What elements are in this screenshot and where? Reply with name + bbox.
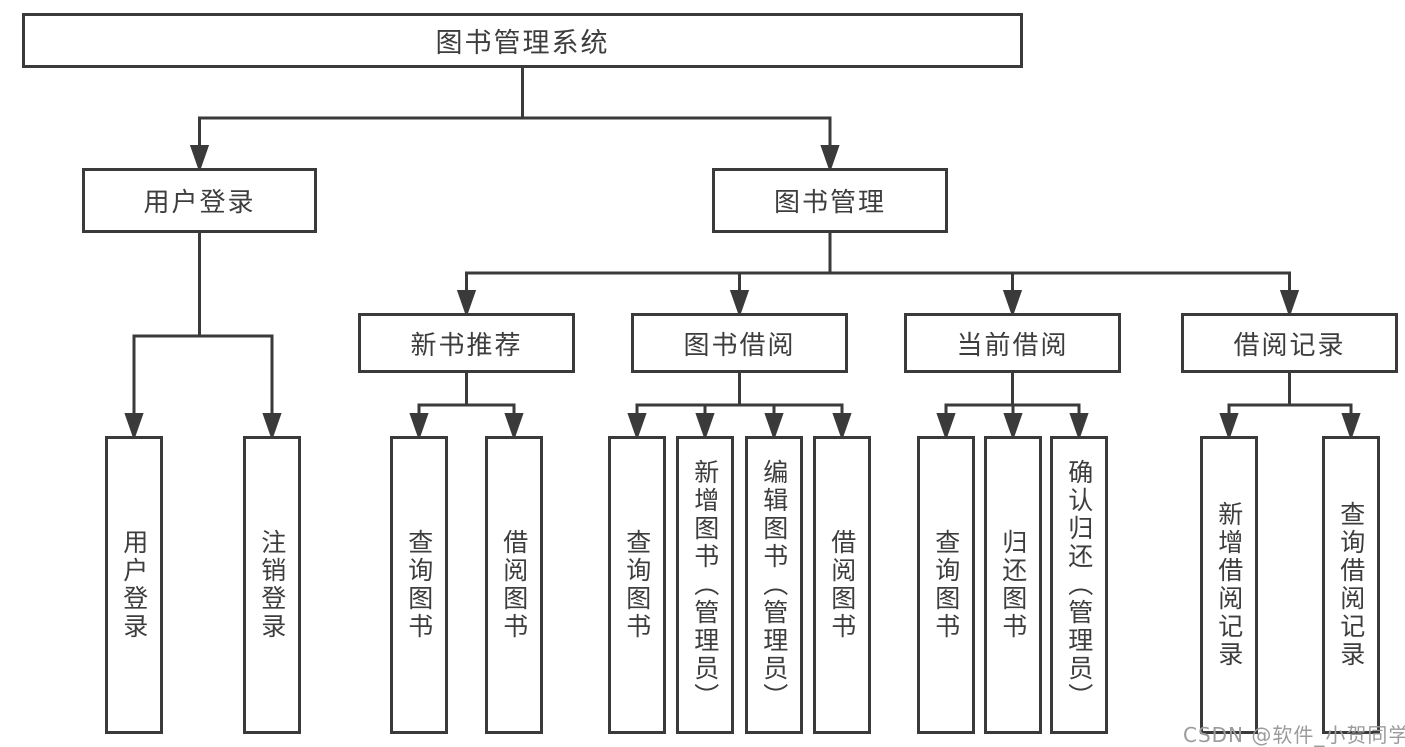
leaf-query-books-current: 查询图书 <box>917 436 975 734</box>
leaf-user-login: 用户登录 <box>105 436 163 734</box>
leaf-edit-books-admin-label: 编辑图书（管理员） <box>759 459 789 711</box>
node-borrow-records: 借阅记录 <box>1181 313 1398 373</box>
leaf-borrow-books-recommend: 借阅图书 <box>485 436 543 734</box>
leaf-borrow-books: 借阅图书 <box>813 436 871 734</box>
leaf-edit-books-admin: 编辑图书（管理员） <box>745 436 803 734</box>
connector-book-management-to-level3 <box>456 233 1300 318</box>
connector-user-login-to-children <box>124 233 282 441</box>
leaf-return-books-label: 归还图书 <box>998 529 1028 641</box>
leaf-confirm-return-admin-label: 确认归还（管理员） <box>1064 459 1094 711</box>
leaf-query-books-recommend-label: 查询图书 <box>404 529 434 641</box>
node-book-management: 图书管理 <box>712 168 948 233</box>
connector-new-book-recommend-to-children <box>409 373 524 441</box>
leaf-query-books-borrow-label: 查询图书 <box>622 529 652 641</box>
node-root-system: 图书管理系统 <box>22 13 1023 68</box>
leaf-user-login-label: 用户登录 <box>119 529 149 641</box>
node-book-management-label: 图书管理 <box>773 188 886 218</box>
connector-book-borrow-to-children <box>627 373 852 441</box>
leaf-logout: 注销登录 <box>243 436 301 734</box>
leaf-query-books-borrow: 查询图书 <box>608 436 666 734</box>
leaf-logout-label: 注销登录 <box>257 529 287 641</box>
node-book-borrow: 图书借阅 <box>631 313 848 373</box>
leaf-query-books-recommend: 查询图书 <box>390 436 448 734</box>
node-current-borrow-label: 当前借阅 <box>956 330 1069 361</box>
leaf-borrow-books-recommend-label: 借阅图书 <box>499 529 529 641</box>
leaf-query-borrow-record-label: 查询借阅记录 <box>1336 501 1366 669</box>
leaf-confirm-return-admin: 确认归还（管理员） <box>1050 436 1108 734</box>
leaf-add-borrow-record-label: 新增借阅记录 <box>1214 501 1244 669</box>
leaf-borrow-books-label: 借阅图书 <box>827 529 857 641</box>
leaf-add-borrow-record: 新增借阅记录 <box>1200 436 1258 734</box>
leaf-query-books-current-label: 查询图书 <box>931 529 961 641</box>
leaf-query-borrow-record: 查询借阅记录 <box>1322 436 1380 734</box>
node-new-book-recommend: 新书推荐 <box>358 313 575 373</box>
leaf-add-books-admin-label: 新增图书（管理员） <box>690 459 720 711</box>
leaf-add-books-admin: 新增图书（管理员） <box>676 436 734 734</box>
node-user-login-label: 用户登录 <box>143 188 256 218</box>
node-borrow-records-label: 借阅记录 <box>1233 330 1346 361</box>
connector-root-to-level2 <box>189 68 840 173</box>
leaf-return-books: 归还图书 <box>984 436 1042 734</box>
node-book-borrow-label: 图书借阅 <box>683 330 796 361</box>
node-new-book-recommend-label: 新书推荐 <box>410 330 523 361</box>
node-root-label: 图书管理系统 <box>435 28 610 59</box>
csdn-watermark: CSDN @软件_小贺同学 <box>1183 723 1405 747</box>
connector-borrow-records-to-children <box>1219 373 1361 441</box>
node-current-borrow: 当前借阅 <box>904 313 1121 373</box>
node-user-login: 用户登录 <box>82 168 317 233</box>
connector-current-borrow-to-children <box>936 373 1089 441</box>
